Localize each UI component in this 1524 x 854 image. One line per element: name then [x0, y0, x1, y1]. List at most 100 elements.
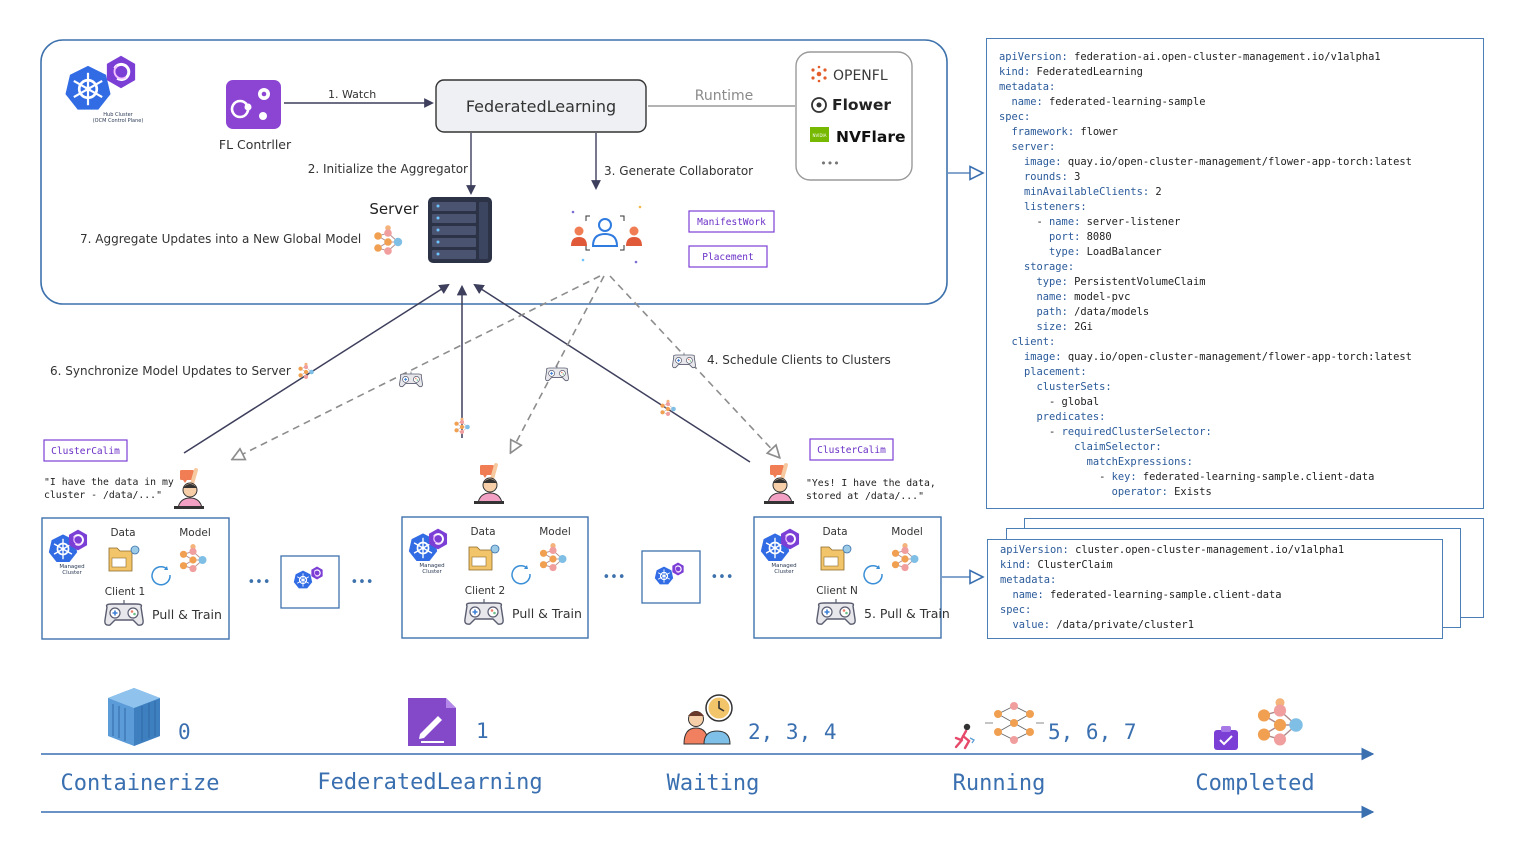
timeline-step-0: 0 — [178, 720, 191, 744]
manifestwork-label: ManifestWork — [697, 217, 766, 228]
stage-containerize: Containerize — [61, 771, 220, 796]
placement-label: Placement — [702, 252, 753, 263]
yaml-value: - — [999, 216, 1050, 228]
step-6-label: 6. Synchronize Model Updates to Server — [50, 364, 291, 378]
yaml-key: rounds: — [1024, 171, 1068, 183]
yaml-value: ClusterClaim — [1031, 559, 1113, 571]
server-rack-icon — [428, 197, 492, 263]
yaml-key: path: — [1036, 306, 1068, 318]
clusterclaim-label-left: ClusterCalim — [51, 446, 120, 457]
waiting-people-icon — [683, 694, 733, 745]
yaml-key: spec: — [1000, 604, 1032, 616]
yaml-line: storage: — [999, 260, 1412, 275]
svg-text:NVIDIA: NVIDIA — [813, 133, 827, 138]
yaml-key: server: — [1011, 141, 1056, 153]
yaml-line: spec: — [1000, 603, 1344, 618]
yaml-key: value: — [1012, 619, 1051, 631]
yaml-value: 8080 — [1080, 231, 1112, 243]
yaml-value: /data/private/cluster1 — [1050, 619, 1194, 631]
stage-running: Running — [953, 771, 1046, 796]
yaml-line: metadata: — [999, 80, 1412, 95]
yaml-value: 2Gi — [1067, 321, 1093, 333]
federated-learning-box — [435, 79, 647, 133]
yaml-value — [999, 486, 1112, 498]
yaml-value: LoadBalancer — [1080, 246, 1162, 258]
runtime-openfl: OPENFL — [833, 68, 888, 84]
runtime-flower: Flower — [832, 96, 891, 114]
yaml-key: port: — [1049, 231, 1081, 243]
model-label: Model — [891, 526, 923, 538]
yaml-key: claimSelector: — [1074, 441, 1162, 453]
yaml-line: placement: — [999, 365, 1412, 380]
data-folder-icon — [468, 544, 500, 571]
yaml-value: PersistentVolumeClaim — [1067, 276, 1206, 288]
stage-waiting: Waiting — [667, 771, 760, 796]
managed-cluster-label: Cluster — [422, 569, 442, 575]
stage-federatedlearning: FederatedLearning — [317, 770, 542, 795]
yaml-value — [999, 336, 1012, 348]
yaml-key: minAvailableClients: — [1024, 186, 1150, 198]
hub-subtitle: (OCM Control Plane) — [93, 118, 144, 124]
yaml-value: quay.io/open-cluster-management/flower-a… — [1061, 351, 1412, 363]
yaml-line: - requiredClusterSelector: — [999, 425, 1412, 440]
yaml-value — [999, 261, 1024, 273]
yaml-value: quay.io/open-cluster-management/flower-a… — [1061, 156, 1412, 168]
yaml-line: type: LoadBalancer — [999, 245, 1412, 260]
yaml-key: image: — [1024, 351, 1062, 363]
clusterclaim-tag-left — [43, 439, 128, 462]
yaml-value — [999, 96, 1012, 108]
yaml-value — [999, 171, 1024, 183]
yaml-value: federated-learning-sample.client-data — [1136, 471, 1375, 483]
pull-train-label: Pull & Train — [512, 606, 582, 621]
yaml-value — [999, 456, 1087, 468]
yaml-value — [999, 411, 1037, 423]
yaml-key: listeners: — [1024, 201, 1087, 213]
pull-train-label: 5. Pull & Train — [864, 606, 950, 621]
yaml-line: claimSelector: — [999, 440, 1412, 455]
managed-cluster-label: Cluster — [62, 570, 82, 576]
yaml-key: type: — [1049, 246, 1081, 258]
yaml-value: - — [999, 426, 1062, 438]
federated-learning-box-label: FederatedLearning — [466, 97, 616, 116]
managed-cluster-label: Cluster — [774, 569, 794, 575]
schedule-arrow-client-2 — [511, 275, 605, 452]
yaml-value: FederatedLearning — [1030, 66, 1143, 78]
right-claim-quote-line-1: "Yes! I have the data, — [806, 478, 936, 489]
yaml-value — [999, 201, 1024, 213]
yaml-value — [999, 156, 1024, 168]
yaml-line: listeners: — [999, 200, 1412, 215]
yaml-key: placement: — [1024, 366, 1087, 378]
sync-icon — [511, 565, 531, 585]
yaml-key: key: — [1111, 471, 1137, 483]
federatedlearning-doc-icon — [408, 698, 456, 746]
yaml-key: metadata: — [999, 81, 1056, 93]
step-2-label: 2. Initialize the Aggregator — [308, 162, 468, 176]
data-owner-person-icon-3 — [762, 463, 796, 506]
clusterclaim-yaml-panel: apiVersion: cluster.open-cluster-managem… — [987, 539, 1443, 639]
yaml-line: - key: federated-learning-sample.client-… — [999, 470, 1412, 485]
yaml-key: name: — [1049, 216, 1081, 228]
runtime-frameworks-box — [795, 51, 913, 181]
yaml-line: minAvailableClients: 2 — [999, 185, 1412, 200]
yaml-value: model-pvc — [1067, 291, 1131, 303]
ellipsis-2: ••• — [350, 575, 373, 590]
federated-learning-yaml: apiVersion: federation-ai.open-cluster-m… — [999, 50, 1412, 500]
yaml-value: 3 — [1067, 171, 1081, 183]
yaml-value: flower — [1074, 126, 1118, 138]
yaml-key: spec: — [999, 111, 1031, 123]
data-label: Data — [110, 527, 135, 539]
yaml-line: apiVersion: federation-ai.open-cluster-m… — [999, 50, 1412, 65]
timeline-step-5-6-7: 5, 6, 7 — [1048, 720, 1137, 744]
data-label: Data — [470, 526, 495, 538]
yaml-key: name: — [1036, 291, 1068, 303]
openfl-logo-icon — [811, 65, 827, 83]
yaml-value: Exists — [1167, 486, 1212, 498]
yaml-value: - — [999, 471, 1112, 483]
schedule-arrow-client-1 — [233, 275, 601, 459]
running-network-icon — [985, 702, 1044, 744]
yaml-key: kind: — [1000, 559, 1032, 571]
data-folder-icon — [108, 545, 140, 572]
right-claim-quote-line-2: stored at /data/..." — [806, 491, 924, 502]
